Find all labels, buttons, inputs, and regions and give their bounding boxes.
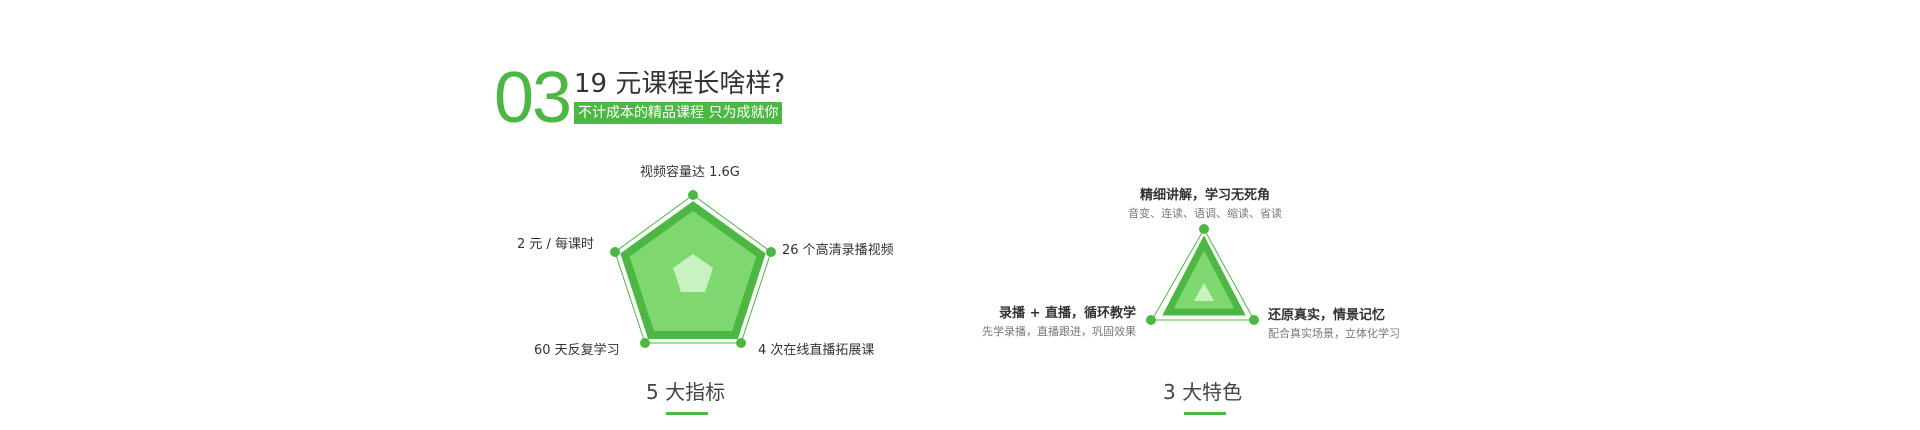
feature-right: 还原真实，情景记忆 配合真实场景，立体化学习 [1268, 308, 1400, 341]
section-subtitle: 不计成本的精品课程 只为成就你 [574, 102, 783, 124]
triangle-outline [1151, 227, 1255, 321]
feature-left: 录播 + 直播，循环教学 先学录播，直播跟进，巩固效果 [950, 306, 1136, 339]
triangle-fill [1162, 235, 1246, 316]
metric-label-left: 2 元 / 每课时 [517, 237, 595, 252]
pentagon-dot-right [766, 247, 776, 257]
feature-title: 精细讲解，学习无死角 [1139, 188, 1270, 203]
feature-title: 还原真实，情景记忆 [1268, 308, 1386, 323]
pentagon-dot-left [610, 247, 620, 257]
feature-desc: 先学录播，直播跟进，巩固效果 [982, 325, 1136, 338]
pentagon-dot-bottom-right [736, 338, 746, 348]
pentagon-dot-top [688, 190, 698, 200]
metric-label-top: 视频容量达 1.6G [640, 165, 740, 180]
triangle-dot-top [1199, 224, 1209, 234]
features-caption-underline [1184, 412, 1226, 415]
metrics-caption-underline [666, 412, 708, 415]
pentagon-dot-bottom-left [640, 338, 650, 348]
section-number: 03 [494, 58, 572, 138]
feature-desc: 音变、连读、语调、缩读、省读 [1128, 207, 1282, 220]
pentagon-inner [673, 254, 713, 292]
feature-top: 精细讲解，学习无死角 音变、连读、语调、缩读、省读 [1110, 188, 1300, 221]
metrics-caption: 5 大指标 [646, 380, 726, 404]
triangle-dot-right [1249, 315, 1259, 325]
pentagon-outline [614, 194, 772, 344]
metric-label-right: 26 个高清录播视频 [782, 243, 894, 258]
feature-desc: 配合真实场景，立体化学习 [1268, 327, 1400, 340]
triangle-dot-left [1146, 315, 1156, 325]
metric-label-bottom-left: 60 天反复学习 [534, 343, 620, 358]
features-caption: 3 大特色 [1163, 380, 1243, 404]
section-title: 19 元课程长啥样? [574, 69, 786, 99]
feature-title: 录播 + 直播，循环教学 [999, 306, 1136, 321]
metric-label-bottom-right: 4 次在线直播拓展课 [758, 343, 875, 358]
triangle-inner [1194, 283, 1214, 301]
